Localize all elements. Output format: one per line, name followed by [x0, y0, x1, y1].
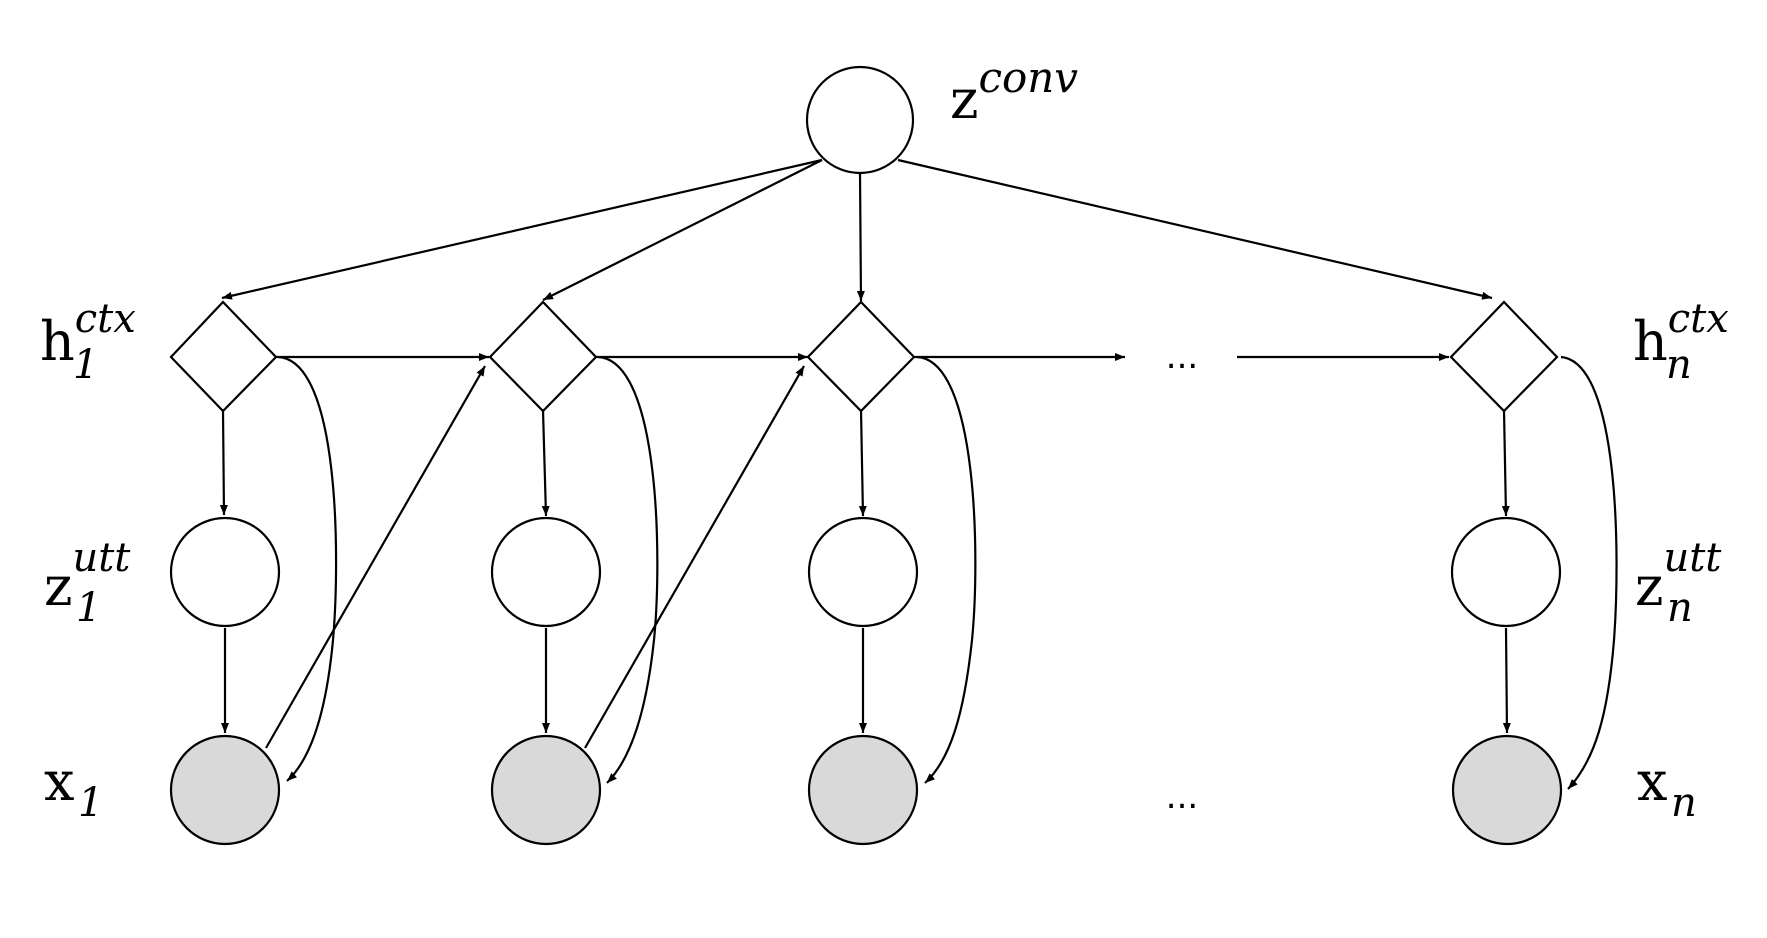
- edge-x1-h2: [265, 365, 486, 749]
- node-z-utt-n: [1450, 516, 1562, 628]
- node-h3: [806, 300, 916, 413]
- label-x-n: xn: [1637, 750, 1697, 826]
- edge-zuttn-xn: [1502, 627, 1511, 734]
- node-z-conv: [805, 65, 915, 175]
- edge-x2-h3: [584, 365, 805, 749]
- node-h2: [488, 300, 598, 413]
- edge-hn-zuttn: [1501, 409, 1510, 517]
- node-z-utt-2: [490, 516, 602, 628]
- edge-h1-x1-curve: [277, 355, 338, 782]
- node-x-1: [169, 734, 281, 846]
- node-x-2: [490, 734, 602, 846]
- node-h1: [169, 300, 278, 413]
- nodes: [169, 65, 1563, 846]
- node-x-3: [807, 734, 919, 846]
- node-hn: [1449, 300, 1559, 413]
- edge-h2-x2-curve: [597, 355, 659, 784]
- ellipsis-bottom: ...: [1166, 777, 1198, 817]
- edge-hn-xn-curve: [1560, 355, 1618, 790]
- label-x-1: x1: [44, 750, 103, 826]
- node-z-utt-3: [807, 516, 919, 628]
- edge-zconv-hn: [897, 158, 1493, 300]
- edge-zconv-h3: [856, 171, 865, 302]
- node-z-utt-1: [169, 516, 281, 628]
- edge-h3-zutt3: [858, 409, 867, 517]
- edge-zconv-h1: [221, 158, 823, 300]
- edge-h1-zutt1: [219, 409, 228, 516]
- label-z-conv: zconv: [950, 53, 1078, 131]
- edge-zconv-h2: [542, 159, 823, 301]
- edges: [219, 158, 1618, 790]
- ellipsis-top: ...: [1166, 337, 1198, 377]
- node-x-n: [1451, 734, 1563, 846]
- edge-h2-zutt2: [541, 409, 550, 517]
- edge-h3-x3-curve: [916, 355, 977, 784]
